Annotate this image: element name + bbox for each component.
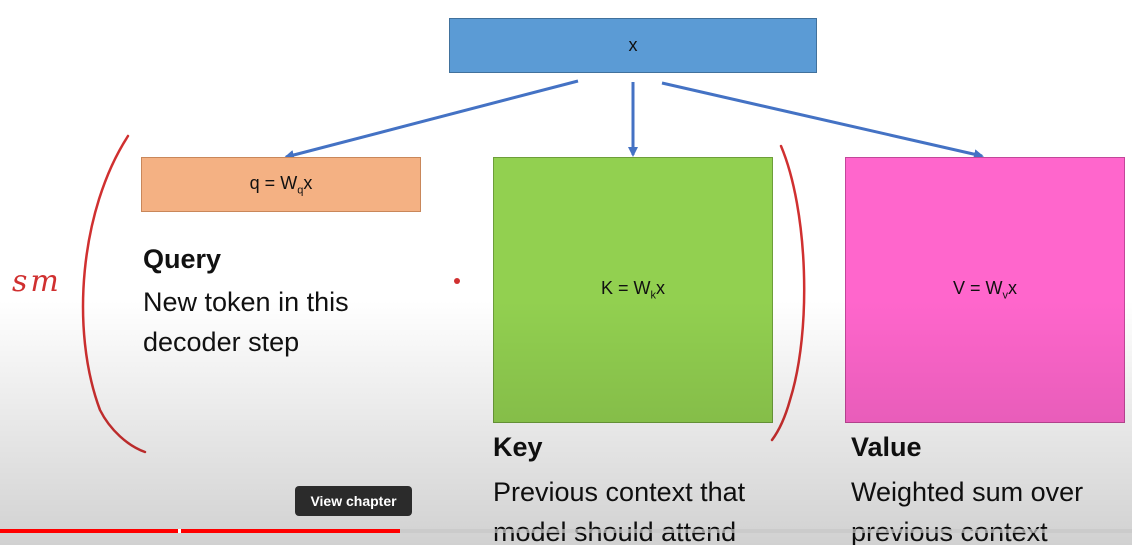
value-description: Weighted sum over previous context (851, 477, 1084, 545)
key-description: Previous context that model should atten… (493, 477, 746, 545)
key-formula: K = Wkx (600, 278, 665, 302)
view-chapter-tooltip[interactable]: View chapter (295, 486, 412, 516)
value-formula: V = Wvx (952, 278, 1017, 302)
progress-played-chapter-2 (181, 529, 400, 533)
arrow-to-value (661, 81, 984, 160)
query-formula-box: q = Wqx (141, 157, 421, 212)
value-heading: Value (851, 432, 922, 462)
key-formula-box: K = Wkx (493, 157, 773, 423)
x-box: x (449, 18, 817, 73)
x-box-label: x (628, 35, 638, 55)
key-heading: Key (493, 432, 543, 462)
query-formula: q = Wqx (249, 172, 313, 197)
progress-bar[interactable] (0, 529, 1132, 533)
arrow-to-query (284, 79, 579, 160)
query-heading: Query (143, 244, 222, 274)
query-description: New token in this decoder step (143, 287, 349, 357)
handwritten-sm: sm (12, 264, 62, 299)
progress-played-chapter-1 (0, 529, 178, 533)
value-formula-box: V = Wvx (845, 157, 1125, 423)
chapter-divider (178, 529, 181, 533)
